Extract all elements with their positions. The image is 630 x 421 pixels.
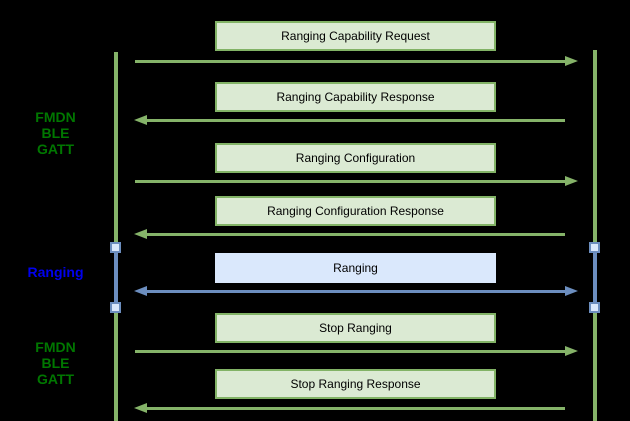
ranging-phase-segment-right	[593, 248, 597, 308]
section-label-ranging: Ranging	[0, 264, 111, 280]
ranging-phase-segment-left	[114, 248, 118, 308]
message-label: Ranging Capability Request	[281, 29, 430, 43]
lifeline-right	[593, 50, 597, 421]
message-arrow-line	[146, 407, 565, 410]
activation-endpoint-square	[589, 242, 600, 253]
arrowhead-left-icon	[134, 229, 147, 239]
arrowhead-right-icon	[565, 346, 578, 356]
message-label: Stop Ranging Response	[290, 377, 421, 391]
message-box: Ranging Capability Request	[215, 21, 496, 51]
message-label: Ranging Capability Response	[276, 90, 435, 104]
section-label-line: FMDN	[35, 109, 76, 125]
message-box: Stop Ranging Response	[215, 369, 496, 399]
message-box: Ranging Configuration	[215, 143, 496, 173]
section-label-line: BLE	[41, 125, 70, 141]
message-label: Ranging Configuration Response	[267, 204, 444, 218]
section-label-line: FMDN	[35, 339, 76, 355]
message-arrow-line	[146, 233, 565, 236]
section-label-fmdn-ble-gatt-bottom: FMDN BLE GATT	[0, 339, 111, 387]
message-label: Ranging	[333, 261, 378, 275]
message-arrow-line	[135, 350, 565, 353]
message-box: Ranging Capability Response	[215, 82, 496, 112]
arrowhead-right-icon	[565, 286, 578, 296]
message-arrow-line	[146, 290, 565, 293]
message-label: Ranging Configuration	[295, 151, 416, 165]
section-label-line: Ranging	[27, 264, 84, 280]
message-box: Stop Ranging	[215, 313, 496, 343]
arrowhead-right-icon	[565, 176, 578, 186]
lifeline-left	[114, 52, 118, 421]
message-arrow-line	[146, 119, 565, 122]
arrowhead-left-icon	[134, 403, 147, 413]
activation-endpoint-square	[110, 242, 121, 253]
arrowhead-right-icon	[565, 56, 578, 66]
arrowhead-left-icon	[134, 286, 147, 296]
section-label-fmdn-ble-gatt-top: FMDN BLE GATT	[0, 109, 111, 157]
message-label: Stop Ranging	[319, 321, 392, 335]
message-arrow-line	[135, 180, 565, 183]
section-label-line: BLE	[41, 355, 70, 371]
message-box: Ranging	[215, 253, 496, 283]
arrowhead-left-icon	[134, 115, 147, 125]
section-label-line: GATT	[36, 371, 75, 387]
activation-endpoint-square	[589, 302, 600, 313]
message-box: Ranging Configuration Response	[215, 196, 496, 226]
section-label-line: GATT	[36, 141, 75, 157]
activation-endpoint-square	[110, 302, 121, 313]
message-arrow-line	[135, 60, 565, 63]
